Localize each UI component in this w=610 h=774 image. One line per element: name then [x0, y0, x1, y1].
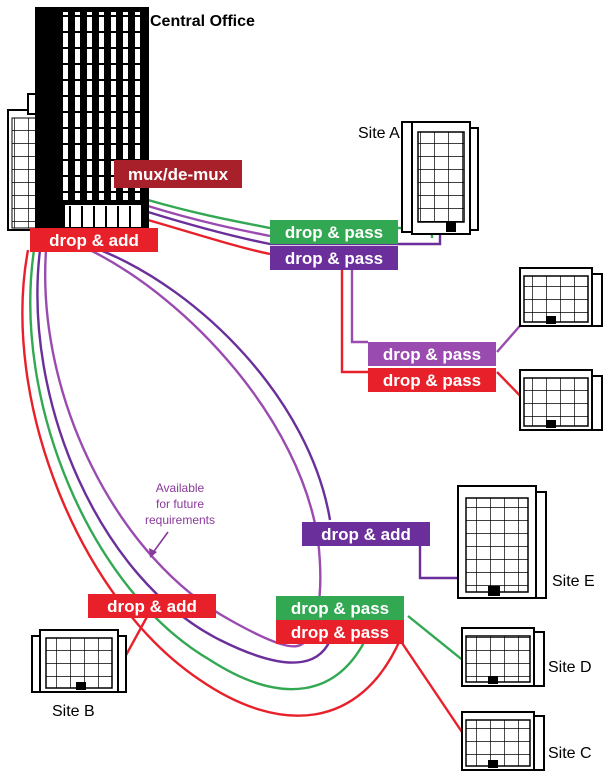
branch-violet-box: [368, 342, 496, 366]
site-e-label: drop & add: [321, 525, 411, 544]
site-a-purple-label: drop & pass: [285, 249, 383, 268]
branch-building-2: [519, 369, 603, 431]
site-d-label: drop & pass: [291, 599, 389, 618]
branch-building-1: [519, 267, 603, 327]
site-d-building: [461, 627, 545, 687]
note-line-3: requirements: [145, 513, 215, 527]
site-d-box: [276, 596, 404, 620]
branch-violet-label: drop & pass: [383, 345, 481, 364]
fiber-purple-inner: [99, 248, 332, 521]
site-c-title: Site C: [548, 745, 592, 762]
site-b-building: [31, 629, 127, 693]
site-b-label: drop & add: [107, 597, 197, 616]
site-c-box: [276, 620, 404, 644]
site-b-box: [88, 594, 216, 618]
future-note: Available for future requirements: [145, 481, 215, 558]
site-a-green-box: [270, 220, 398, 244]
branch-red-label: drop & pass: [383, 371, 481, 390]
site-a-title: Site A: [358, 125, 400, 142]
site-a-green-label: drop & pass: [285, 223, 383, 242]
site-a-purple-box: [270, 246, 398, 270]
fiber-red-branch: [340, 262, 368, 374]
fiber-violet-branch: [350, 262, 368, 344]
co-add-label-box: [30, 228, 158, 252]
central-office-title: Central Office: [150, 13, 255, 30]
site-e-title: Site E: [552, 573, 595, 590]
site-c-building: [461, 711, 545, 771]
branch-red-box: [368, 368, 496, 392]
fiber-violet-inner: [89, 248, 322, 647]
mux-label: mux/de-mux: [128, 165, 229, 184]
central-office-building: [7, 7, 149, 231]
fiber-red-site-c: [399, 639, 467, 739]
fiber-red-co-a: [147, 218, 271, 256]
co-add-label: drop & add: [49, 231, 139, 250]
fiber-violet-co-a: [147, 204, 271, 238]
fiber-green-site-d: [407, 615, 471, 667]
fiber-green-ring: [29, 249, 372, 691]
site-c-label: drop & pass: [291, 623, 389, 642]
site-e-box: [302, 522, 430, 546]
site-a-building: [401, 121, 479, 235]
site-d-title: Site D: [548, 659, 592, 676]
fiber-purple-co-a: [147, 210, 442, 246]
fiber-green-co-a: [147, 198, 434, 238]
note-line-1: Available: [156, 481, 205, 495]
fiber-red-ring: [21, 249, 402, 717]
site-e-building: [457, 485, 547, 599]
site-b-title: Site B: [52, 703, 95, 720]
note-arrow: [151, 531, 169, 555]
note-line-2: for future: [156, 497, 204, 511]
mux-label-box: [114, 160, 242, 188]
fiber-violet-ring: [44, 249, 307, 648]
